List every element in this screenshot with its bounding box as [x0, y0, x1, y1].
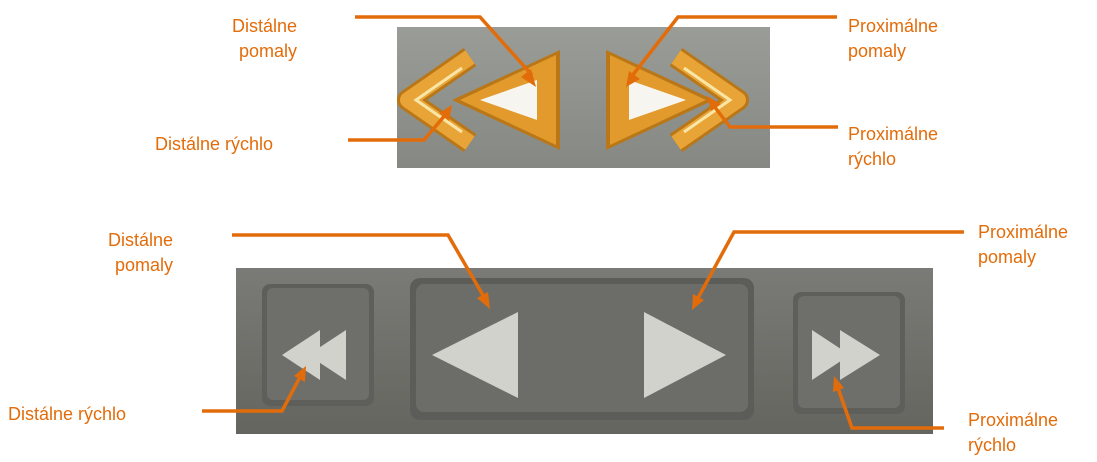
bottom-label-distal-slow: Distálne pomaly — [108, 230, 174, 275]
bottom-proximal-slow-button[interactable] — [644, 312, 726, 398]
left-triangle-icon — [480, 80, 537, 120]
top-label-distal-slow: Distálne pomaly — [232, 16, 298, 61]
left-triangle-icon — [432, 312, 518, 398]
top-distal-slow-leader — [355, 15, 534, 77]
top-label-distal-fast: Distálne rýchlo — [155, 134, 274, 154]
bottom-distal-fast-leader — [202, 376, 302, 413]
bottom-proximal-fast-leader — [836, 387, 944, 430]
double-left-icon — [282, 330, 320, 380]
top-distal-fast-button[interactable] — [397, 47, 477, 153]
right-triangle-icon — [629, 80, 686, 120]
top-proximal-fast-button[interactable] — [669, 47, 749, 153]
bottom-label-proximal-fast: Proximálne rýchlo — [968, 410, 1059, 455]
bottom-proximal-slow-leader — [696, 230, 964, 299]
bottom-distal-slow-leader — [232, 233, 486, 298]
bottom-label-proximal-slow: Proximálne pomaly — [978, 222, 1069, 267]
bottom-panel-photo — [236, 268, 933, 434]
bottom-distal-slow-button[interactable] — [432, 312, 518, 398]
top-proximal-fast-leader — [712, 104, 838, 129]
top-label-proximal-fast: Proximálne rýchlo — [848, 124, 939, 169]
bottom-proximal-fast-button[interactable] — [793, 292, 905, 414]
right-triangle-icon — [644, 312, 726, 398]
bottom-center-button[interactable] — [410, 278, 754, 420]
top-label-proximal-slow: Proximálne pomaly — [848, 16, 939, 61]
top-distal-fast-leader — [348, 112, 448, 142]
top-panel-photo — [397, 27, 770, 168]
top-proximal-slow-leader — [630, 15, 837, 78]
double-right-icon — [812, 330, 850, 380]
bottom-label-distal-fast: Distálne rýchlo — [8, 404, 127, 424]
bottom-distal-fast-button[interactable] — [262, 284, 374, 406]
